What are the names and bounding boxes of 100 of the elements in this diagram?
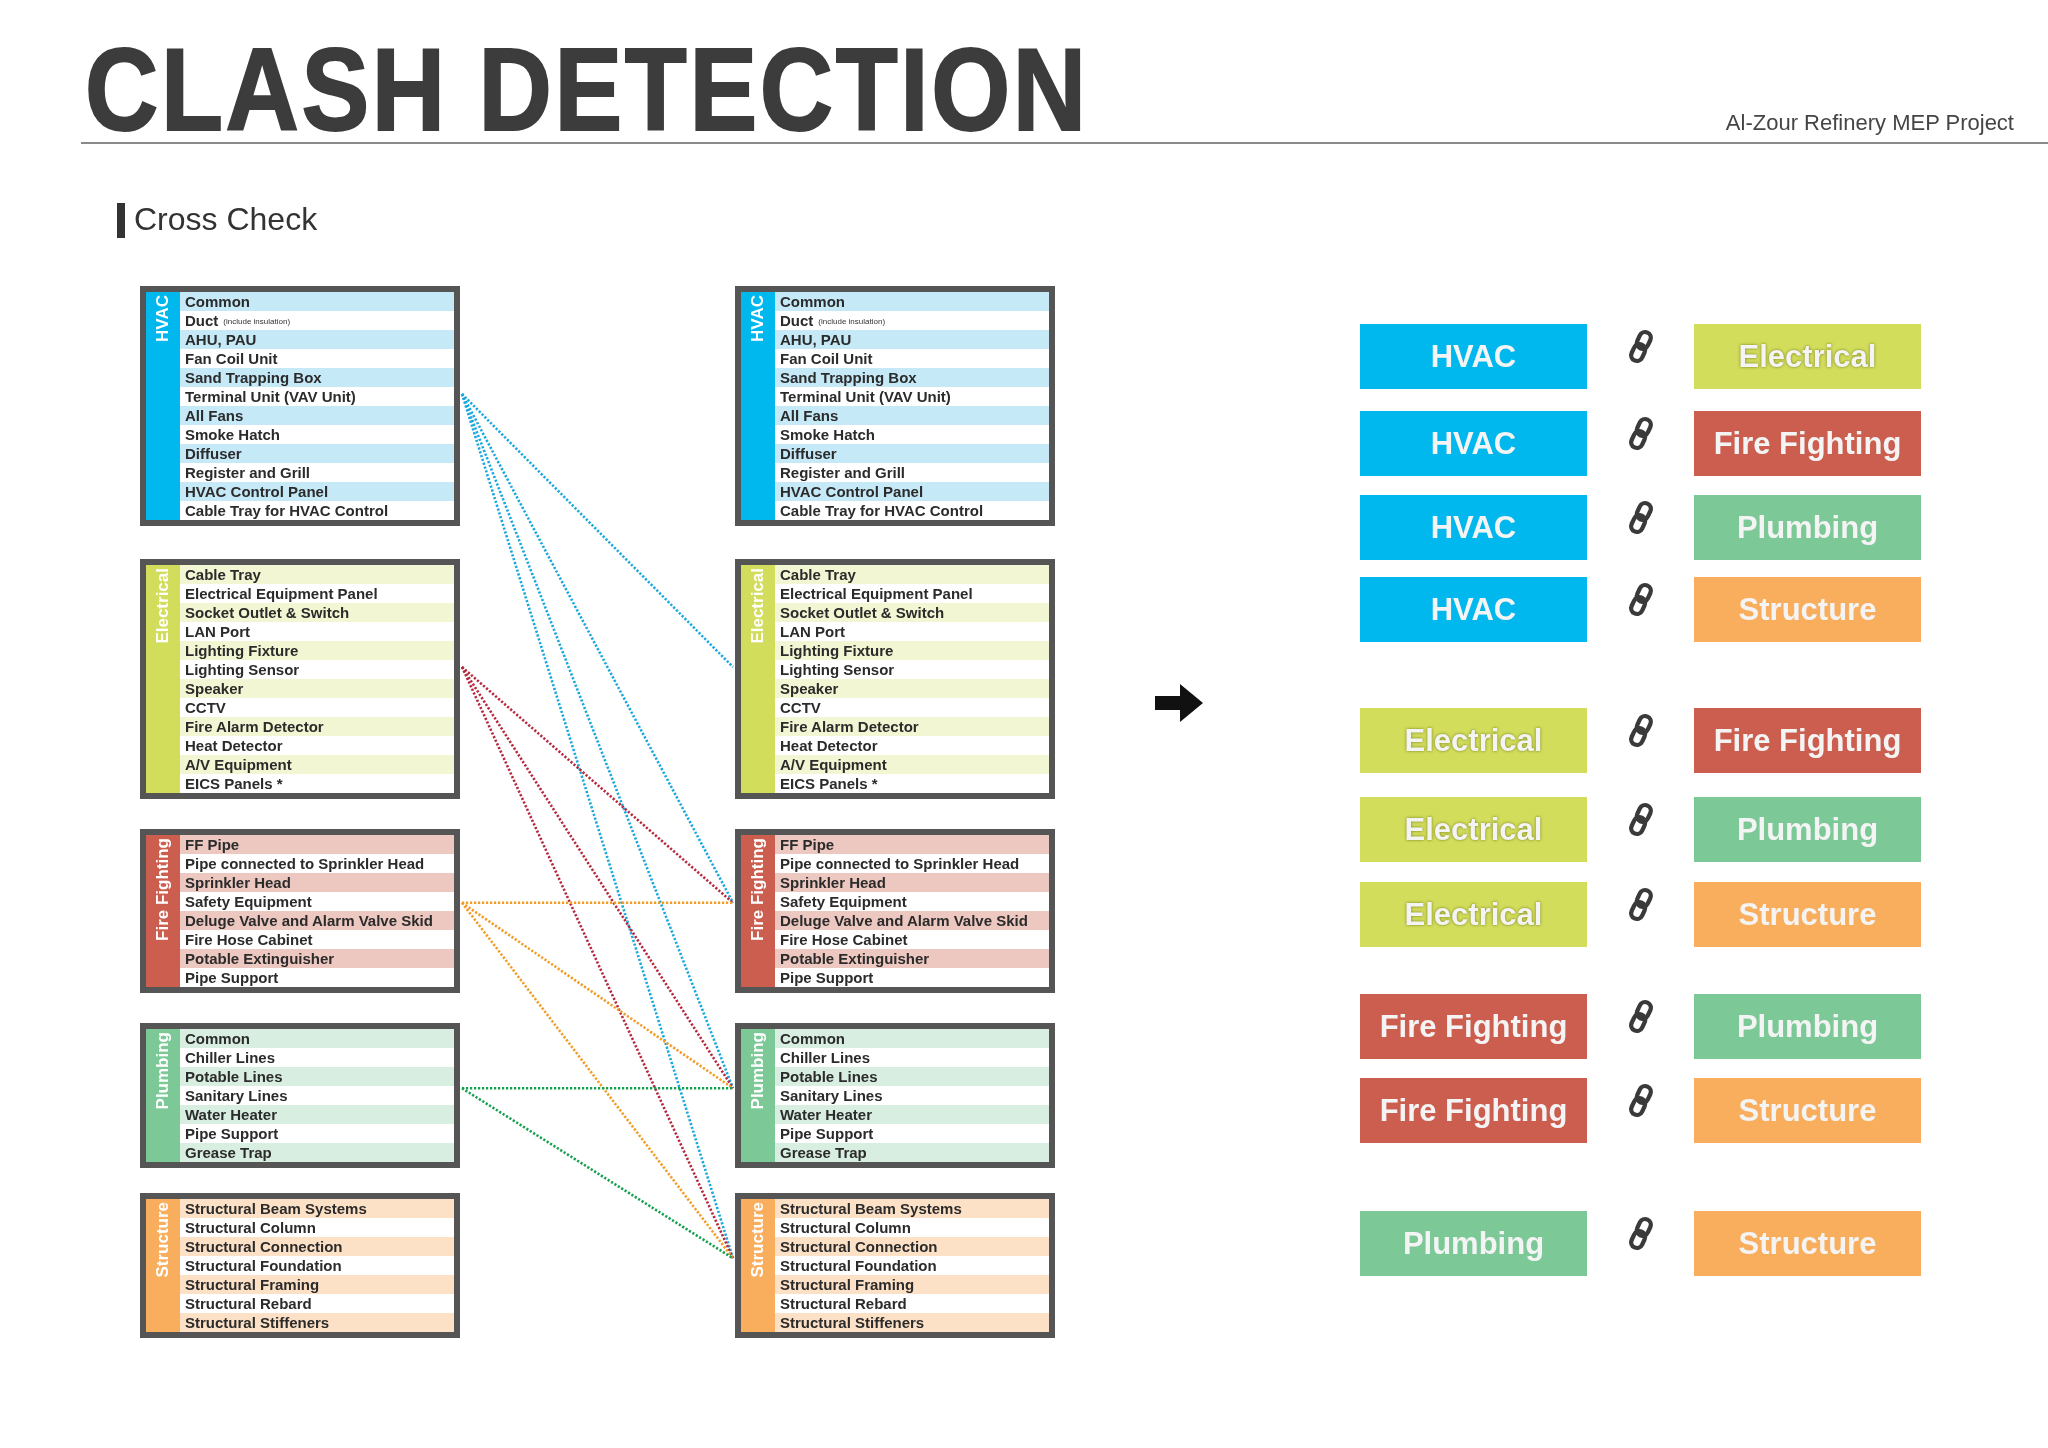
shaded-row xyxy=(775,368,1049,387)
category-tag: Electrical xyxy=(1360,882,1587,947)
shaded-row xyxy=(775,330,1049,349)
page-title: CLASH DETECTION xyxy=(85,42,1089,138)
category-list-panel xyxy=(735,1023,1055,1168)
list-item: Lighting Sensor xyxy=(780,661,895,678)
list-item: Common xyxy=(185,1030,250,1047)
list-item: Pipe Support xyxy=(185,969,279,986)
list-item: Deluge Valve and Alarm Valve Skid xyxy=(780,912,1028,929)
shaded-row xyxy=(180,1105,454,1124)
category-tag: Plumbing xyxy=(1694,994,1921,1059)
shaded-row xyxy=(180,835,454,854)
shaded-row xyxy=(180,873,454,892)
list-item: Structural Beam Systems xyxy=(780,1200,962,1217)
list-item: Structural Connection xyxy=(185,1238,343,1255)
list-item: Fan Coil Unit xyxy=(780,350,873,367)
shaded-row xyxy=(180,911,454,930)
list-item: Sanitary Lines xyxy=(185,1087,288,1104)
category-tag: Structure xyxy=(1694,882,1921,947)
list-item: Structural Beam Systems xyxy=(185,1200,367,1217)
list-item: Sanitary Lines xyxy=(780,1087,883,1104)
shaded-row xyxy=(775,949,1049,968)
category-label: HVAC xyxy=(749,295,767,342)
shaded-row xyxy=(775,641,1049,660)
shaded-row xyxy=(180,1237,454,1256)
shaded-row xyxy=(180,755,454,774)
list-item: Pipe Support xyxy=(780,1125,874,1142)
category-list-panel xyxy=(735,559,1055,799)
shaded-row xyxy=(180,1275,454,1294)
item-note: (include insulation) xyxy=(223,316,291,327)
shaded-row xyxy=(775,1313,1049,1332)
shaded-row xyxy=(775,444,1049,463)
category-tag: Structure xyxy=(1694,1211,1921,1276)
dotted-connector xyxy=(461,393,734,668)
list-item: Lighting Fixture xyxy=(185,642,299,659)
dotted-connector xyxy=(461,666,734,904)
list-item: Register and Grill xyxy=(185,464,311,481)
shaded-row xyxy=(180,565,454,584)
list-item: LAN Port xyxy=(185,623,250,640)
list-item: Structural Framing xyxy=(780,1276,915,1293)
list-item: Safety Equipment xyxy=(780,893,907,910)
category-list-panel xyxy=(735,286,1055,526)
list-item: A/V Equipment xyxy=(780,756,887,773)
category-tag: HVAC xyxy=(1360,411,1587,476)
category-label: Structure xyxy=(154,1202,172,1278)
category-list-panel xyxy=(140,559,460,799)
list-item: Diffuser xyxy=(780,445,837,462)
category-tag: HVAC xyxy=(1360,495,1587,560)
shaded-row xyxy=(180,1029,454,1048)
list-item: Pipe connected to Sprinkler Head xyxy=(185,855,425,872)
category-tag: Electrical xyxy=(1360,797,1587,862)
shaded-row xyxy=(180,292,454,311)
list-item: Water Heater xyxy=(780,1106,872,1123)
shaded-row xyxy=(775,1029,1049,1048)
dotted-connector xyxy=(462,1086,733,1090)
category-tag: Fire Fighting xyxy=(1694,708,1921,773)
list-item: Common xyxy=(780,1030,845,1047)
list-item: Fire Alarm Detector xyxy=(185,718,324,735)
category-tag: HVAC xyxy=(1360,324,1587,389)
list-item: Potable Extinguisher xyxy=(185,950,335,967)
list-item: Socket Outlet & Switch xyxy=(780,604,945,621)
shaded-row xyxy=(775,755,1049,774)
shaded-row xyxy=(775,717,1049,736)
category-tag: Fire Fighting xyxy=(1360,994,1587,1059)
shaded-row xyxy=(180,1313,454,1332)
shaded-row xyxy=(775,873,1049,892)
list-item: Heat Detector xyxy=(185,737,283,754)
list-item: Structural Rebard xyxy=(185,1295,312,1312)
list-item: Potable Lines xyxy=(780,1068,878,1085)
list-item: Cable Tray for HVAC Control xyxy=(185,502,389,519)
list-item: Speaker xyxy=(780,680,839,697)
shaded-row xyxy=(775,1199,1049,1218)
list-item: Structural Connection xyxy=(780,1238,938,1255)
dotted-connector xyxy=(460,666,735,1259)
shaded-row xyxy=(180,949,454,968)
category-list-panel xyxy=(140,1023,460,1168)
shaded-row xyxy=(180,330,454,349)
list-item: Pipe Support xyxy=(185,1125,279,1142)
list-item: Speaker xyxy=(185,680,244,697)
category-list-panel xyxy=(140,286,460,526)
category-label: Fire Fighting xyxy=(749,838,767,941)
shaded-row xyxy=(180,406,454,425)
list-item: Safety Equipment xyxy=(185,893,312,910)
list-item: HVAC Control Panel xyxy=(185,483,329,500)
list-item: Electrical Equipment Panel xyxy=(185,585,378,602)
list-item: Fire Hose Cabinet xyxy=(780,931,908,948)
list-item: AHU, PAU xyxy=(185,331,257,348)
list-item: Deluge Valve and Alarm Valve Skid xyxy=(185,912,433,929)
list-item: Common xyxy=(185,293,250,310)
list-item: Smoke Hatch xyxy=(185,426,281,443)
shaded-row xyxy=(180,1067,454,1086)
list-item: A/V Equipment xyxy=(185,756,292,773)
list-item: Structural Column xyxy=(185,1219,316,1236)
category-tag: Structure xyxy=(1694,577,1921,642)
list-item: Pipe Support xyxy=(780,969,874,986)
list-item: Lighting Fixture xyxy=(780,642,894,659)
category-label: Plumbing xyxy=(154,1032,172,1110)
list-item: Structural Rebard xyxy=(780,1295,907,1312)
dotted-connector xyxy=(461,1087,734,1260)
category-tag: Fire Fighting xyxy=(1694,411,1921,476)
